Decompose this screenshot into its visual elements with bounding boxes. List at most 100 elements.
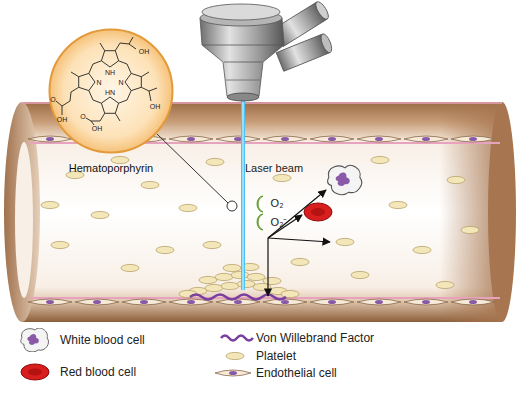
platelet-aggregate xyxy=(221,282,239,289)
laser-beam xyxy=(241,98,245,290)
endothelial-lining xyxy=(28,136,495,305)
platelets xyxy=(436,281,454,288)
endothelial-icon xyxy=(215,370,251,376)
platelets xyxy=(51,241,69,248)
platelet xyxy=(336,238,354,245)
endothelial-lining xyxy=(310,299,354,305)
beam-label: Laser beam xyxy=(245,163,303,174)
inset-circle-outline xyxy=(50,30,173,153)
platelet-icon xyxy=(226,352,244,359)
legend-swatch xyxy=(14,360,60,384)
endothelial-lining xyxy=(451,136,495,142)
laser-beam xyxy=(243,98,244,290)
platelets xyxy=(121,264,139,271)
platelet-aggregate xyxy=(190,295,286,300)
legend-text: Platelet xyxy=(256,349,296,363)
microscope xyxy=(203,45,283,46)
platelets xyxy=(41,201,59,208)
platelet-aggregate xyxy=(223,264,241,271)
legend-entry: Von Willebrand Factor xyxy=(206,326,374,350)
legend-text: White blood cell xyxy=(60,333,145,347)
platelets xyxy=(351,271,369,278)
legend-text: Von Willebrand Factor xyxy=(256,331,374,345)
platelets xyxy=(179,204,197,211)
red-blood-cell xyxy=(304,203,332,221)
microscope xyxy=(319,32,334,54)
endothelial-lining xyxy=(310,136,354,142)
endothelial-lining xyxy=(28,136,72,142)
node-text-group: Hematoporphyrin xyxy=(48,162,174,174)
white-blood-cell xyxy=(328,165,362,194)
legend-swatch xyxy=(206,326,256,350)
legend-swatch xyxy=(206,361,256,385)
legend-entry: Platelet xyxy=(206,344,296,368)
microscope xyxy=(313,0,330,21)
legend-entry: Red blood cell xyxy=(14,360,136,384)
microscope xyxy=(200,0,334,101)
platelet-aggregate xyxy=(231,271,249,278)
inset-pointer xyxy=(157,134,228,203)
platelets xyxy=(156,246,174,253)
legend-text: Red blood cell xyxy=(60,365,136,379)
atom-label: N xyxy=(118,79,123,86)
endothelial-lining xyxy=(216,136,260,142)
endothelial-lining xyxy=(75,299,119,305)
inset-pointer xyxy=(227,201,237,211)
platelets xyxy=(273,174,291,181)
white-blood-cell xyxy=(328,165,362,194)
atom-label: OH xyxy=(92,125,103,132)
inset-pointer xyxy=(157,134,237,211)
endothelial-lining xyxy=(404,136,448,142)
oxygen-symbol xyxy=(257,214,263,230)
platelet-aggregate xyxy=(247,273,265,280)
platelets xyxy=(371,156,389,163)
endothelial-lining xyxy=(169,136,213,142)
endothelial-lining xyxy=(263,136,307,142)
white-blood-cell xyxy=(336,173,350,187)
platelet-aggregate xyxy=(281,290,299,297)
atom-label: O xyxy=(50,96,55,103)
arrows xyxy=(267,238,268,296)
oxygen-symbol xyxy=(257,196,263,212)
atom-label: OH xyxy=(139,48,150,55)
blood-vessel xyxy=(488,102,516,322)
legend-swatch xyxy=(206,344,256,368)
legend-entry: Endothelial cell xyxy=(206,361,337,385)
wbc-icon xyxy=(21,328,49,352)
arrows xyxy=(268,238,330,242)
legend-swatch xyxy=(14,328,60,352)
platelet-aggregate xyxy=(263,277,281,284)
rbc-icon xyxy=(21,364,49,380)
platelets xyxy=(41,156,479,288)
platelets xyxy=(447,176,465,183)
platelets xyxy=(141,181,159,188)
species-label: O₂ xyxy=(271,198,284,209)
legend-entry: White blood cell xyxy=(14,328,145,352)
endothelial-lining xyxy=(263,299,307,305)
legend-text: Endothelial cell xyxy=(256,366,337,380)
atom-label: OH xyxy=(57,116,68,123)
atom-label: OH xyxy=(150,103,161,110)
red-blood-cell xyxy=(304,203,332,221)
platelets xyxy=(291,258,309,265)
platelets xyxy=(203,241,221,248)
platelets xyxy=(91,211,109,218)
platelet-aggregate xyxy=(179,263,299,299)
endothelial-icon xyxy=(215,370,251,376)
microscope xyxy=(224,62,262,63)
wbc-nucleus xyxy=(27,334,38,345)
arrows xyxy=(268,190,330,296)
endothelial-lining xyxy=(404,299,448,305)
arrows xyxy=(268,215,302,238)
arrows xyxy=(268,190,326,238)
microscope xyxy=(227,93,259,101)
microscope xyxy=(202,4,280,20)
platelet-aggregate xyxy=(205,284,223,291)
endothelial-nucleus xyxy=(229,371,237,375)
species-label: O₂⁻ xyxy=(271,217,288,228)
oxygen-symbol xyxy=(257,196,263,230)
microscope xyxy=(200,18,284,96)
vwf-icon xyxy=(221,336,253,341)
endothelial-lining xyxy=(122,299,166,305)
